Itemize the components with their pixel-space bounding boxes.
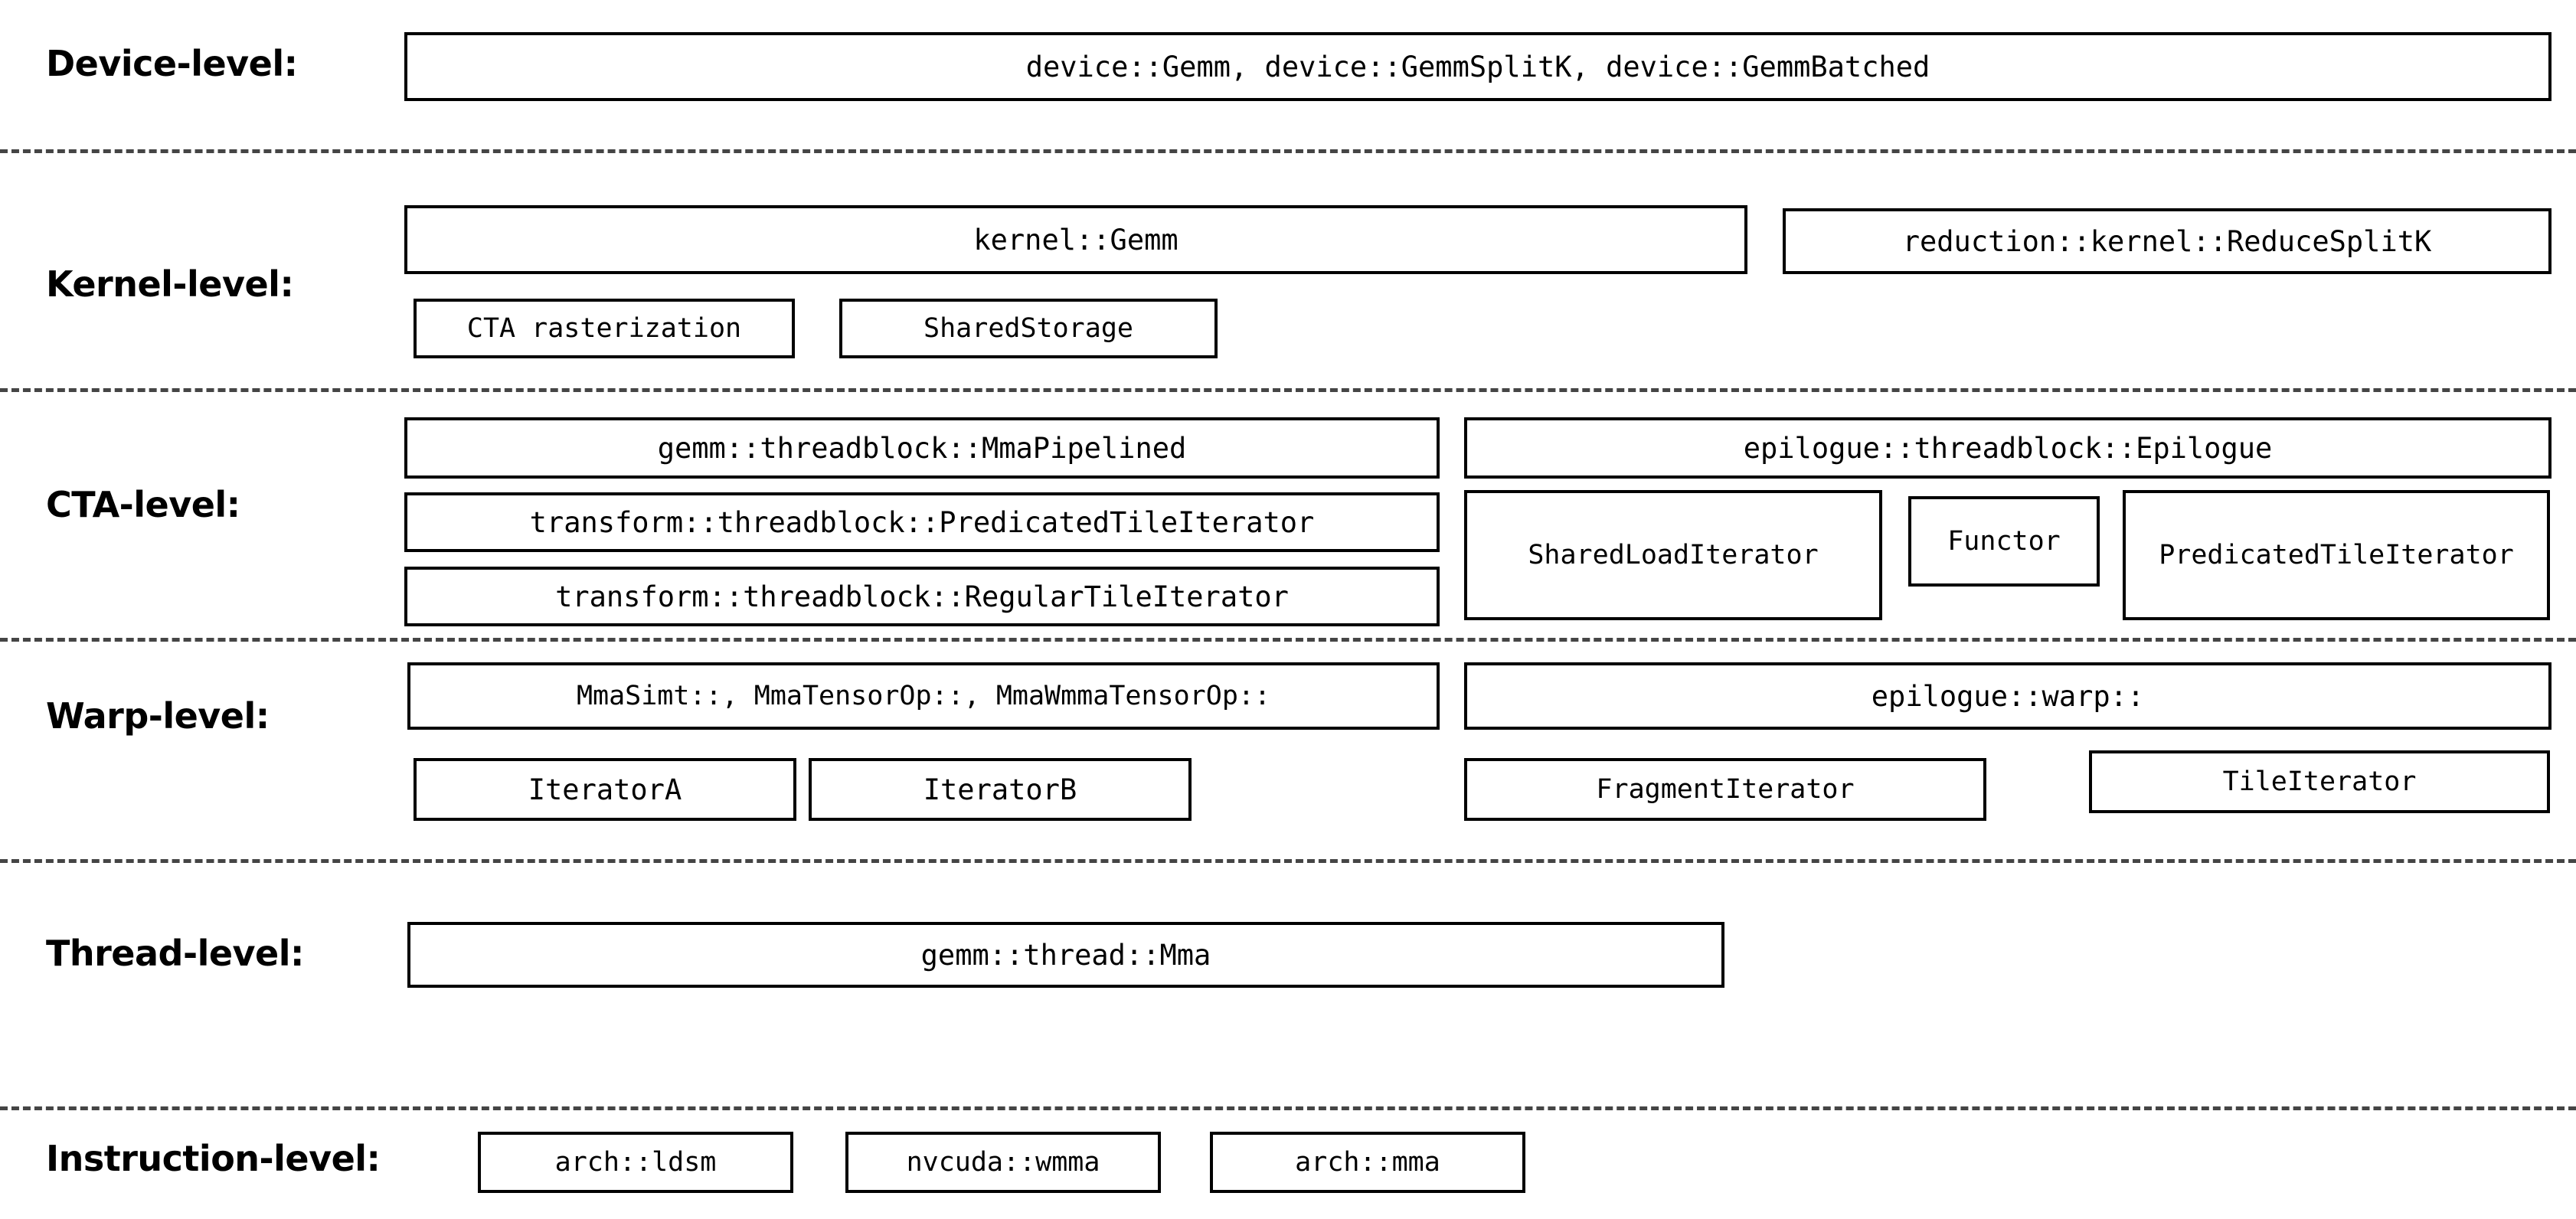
level-label-instruction: Instruction-level: [46,1138,381,1179]
epilogue-warp-box[interactable]: epilogue::warp:: [1464,662,2551,730]
fragmentiterator-box[interactable]: FragmentIterator [1464,758,1986,821]
level-label-thread: Thread-level: [46,933,304,974]
mma-ops-box[interactable]: MmaSimt::, MmaTensorOp::, MmaWmmaTensorO… [407,662,1440,730]
gemm-thread-mma-box[interactable]: gemm::thread::Mma [407,922,1724,988]
transform-threadblock-predicatedtileiterator-box[interactable]: transform::threadblock::PredicatedTileIt… [404,492,1440,552]
device-gemm-box[interactable]: device::Gemm, device::GemmSplitK, device… [404,32,2551,101]
arch-mma-box[interactable]: arch::mma [1210,1132,1525,1193]
kernel-gemm-box[interactable]: kernel::Gemm [404,205,1747,274]
level-label-cta: CTA-level: [46,484,240,525]
epilogue-threadblock-epilogue-box[interactable]: epilogue::threadblock::Epilogue [1464,417,2551,479]
separator-kernel-cta [0,388,2576,392]
separator-thread-instruction [0,1106,2576,1110]
iterator-a-box[interactable]: IteratorA [414,758,796,821]
gemm-threadblock-mmapipelined-box[interactable]: gemm::threadblock::MmaPipelined [404,417,1440,479]
level-label-warp: Warp-level: [46,695,270,737]
sharedloaditerator-box[interactable]: SharedLoadIterator [1464,490,1882,620]
separator-device-kernel [0,149,2576,153]
shared-storage-box[interactable]: SharedStorage [839,299,1218,358]
iterator-b-box[interactable]: IteratorB [809,758,1192,821]
cta-rasterization-box[interactable]: CTA rasterization [414,299,795,358]
level-label-device: Device-level: [46,43,298,84]
nvcuda-wmma-box[interactable]: nvcuda::wmma [845,1132,1161,1193]
separator-warp-thread [0,859,2576,863]
predicatedtileiterator-box[interactable]: PredicatedTileIterator [2123,490,2550,620]
transform-threadblock-regulartileiterator-box[interactable]: transform::threadblock::RegularTileItera… [404,567,1440,626]
arch-ldsm-box[interactable]: arch::ldsm [478,1132,793,1193]
reduction-reducesplitk-box[interactable]: reduction::kernel::ReduceSplitK [1783,208,2551,274]
tileiterator-box[interactable]: TileIterator [2089,750,2550,813]
functor-box[interactable]: Functor [1908,496,2100,587]
separator-cta-warp [0,638,2576,642]
level-label-kernel: Kernel-level: [46,263,294,305]
